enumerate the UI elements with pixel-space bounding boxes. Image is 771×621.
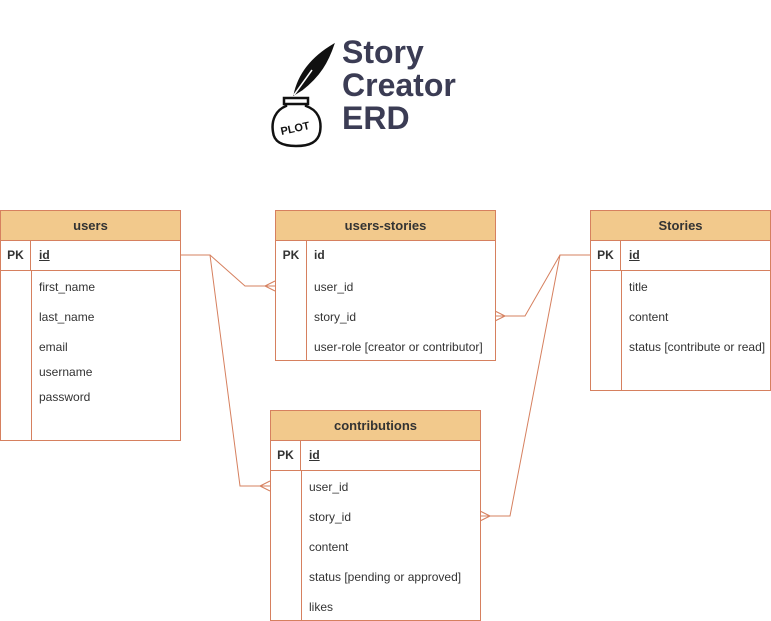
field: status [pending or approved] (309, 570, 462, 584)
field: content (629, 310, 669, 324)
primary-key-row: PK id (1, 241, 180, 271)
title-line-2: Creator (342, 67, 456, 103)
field: username (39, 365, 93, 379)
field: title (629, 280, 648, 294)
entity-users[interactable]: users PK id first_name last_name email u… (0, 210, 181, 441)
field: content (309, 540, 349, 554)
pk-label: PK (282, 248, 300, 262)
primary-key-row: PK id (591, 241, 770, 271)
inkpot-icon (271, 98, 322, 148)
title-line-1: Story (342, 34, 424, 70)
title-line-3: ERD (342, 100, 410, 136)
link-users-users-stories (180, 254, 275, 287)
entity-stories[interactable]: Stories PK id title content status [cont… (590, 210, 771, 391)
field: email (39, 340, 68, 354)
diagram-title: Story Creator ERD (342, 36, 456, 135)
quill-inkpot-logo: PLOT (271, 42, 335, 148)
pk-label: PK (1, 241, 31, 270)
link-users-contributions (180, 254, 270, 487)
pk-field: id (309, 448, 320, 462)
link-stories-users-stories (495, 254, 590, 317)
entity-header: contributions (271, 411, 480, 441)
primary-key-row: PK id (271, 441, 480, 471)
entity-header: users (1, 211, 180, 241)
field: first_name (39, 280, 96, 294)
pk-label: PK (591, 241, 621, 270)
pk-label: PK (271, 441, 301, 470)
field: status [contribute or read] (629, 340, 766, 354)
field: story_id (314, 310, 357, 324)
entity-header: Stories (591, 211, 770, 241)
pk-field: id (314, 248, 325, 262)
entity-header: users-stories (276, 211, 495, 241)
field: user-role [creator or contributor] (314, 340, 483, 354)
field: user_id (314, 280, 354, 294)
field: password (39, 390, 91, 404)
field: last_name (39, 310, 95, 324)
entity-users-stories[interactable]: users-stories PK id user_id story_id use… (275, 210, 496, 361)
primary-key-row: PK id (276, 241, 495, 271)
field: likes (309, 600, 334, 614)
link-stories-contributions (480, 254, 590, 517)
field: user_id (309, 480, 349, 494)
field: story_id (309, 510, 352, 524)
pk-field: id (629, 248, 640, 262)
pk-field: id (39, 248, 50, 262)
entity-contributions[interactable]: contributions PK id user_id story_id con… (270, 410, 481, 621)
